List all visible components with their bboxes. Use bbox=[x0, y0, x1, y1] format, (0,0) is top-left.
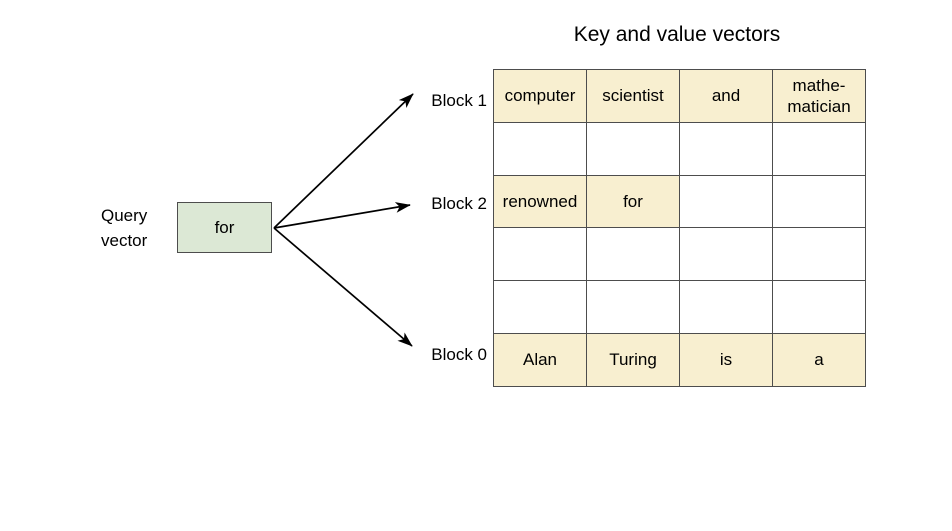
grid-cell-token[interactable]: computer bbox=[493, 69, 587, 123]
grid-cell-empty[interactable] bbox=[493, 121, 587, 176]
grid-row bbox=[493, 227, 866, 282]
page-title: Key and value vectors bbox=[573, 23, 781, 46]
grid-cell-token[interactable]: is bbox=[679, 332, 773, 387]
grid-cell-token[interactable]: Turing bbox=[586, 332, 680, 387]
query-vector-label-line2: vector bbox=[101, 231, 148, 250]
key-value-vector-grid: computer scientist and mathe-matician renown… bbox=[493, 69, 866, 387]
grid-cell-text: a bbox=[814, 350, 824, 370]
grid-cell-empty[interactable] bbox=[772, 280, 866, 334]
block-label-2: Block 2 bbox=[431, 194, 487, 213]
grid-cell-empty[interactable] bbox=[679, 174, 773, 229]
arrow-to-block-0 bbox=[273, 227, 413, 347]
grid-cell-token[interactable]: renowned bbox=[493, 174, 587, 229]
grid-cell-token[interactable]: mathe-matician bbox=[772, 69, 866, 123]
grid-cell-empty[interactable] bbox=[679, 227, 773, 282]
grid-cell-empty[interactable] bbox=[679, 280, 773, 334]
grid-cell-token[interactable]: for bbox=[586, 174, 680, 229]
grid-cell-text: renowned bbox=[502, 191, 578, 211]
block-label-0: Block 0 bbox=[431, 345, 487, 364]
grid-cell-text: Turing bbox=[609, 350, 657, 370]
grid-cell-empty[interactable] bbox=[586, 121, 680, 176]
grid-cell-text: and bbox=[711, 86, 741, 106]
grid-cell-token[interactable]: and bbox=[679, 69, 773, 123]
grid-row bbox=[493, 121, 866, 176]
grid-cell-text: is bbox=[719, 350, 733, 370]
grid-cell-text: mathe- bbox=[792, 75, 846, 95]
grid-cell-empty[interactable] bbox=[493, 280, 587, 334]
grid-row bbox=[493, 280, 866, 334]
grid-cell-empty[interactable] bbox=[679, 121, 773, 176]
arrow-to-block-1 bbox=[273, 93, 414, 229]
grid-cell-token[interactable]: Alan bbox=[493, 332, 587, 387]
grid-cell-empty[interactable] bbox=[586, 227, 680, 282]
grid-cell-empty[interactable] bbox=[772, 121, 866, 176]
arrow-to-block-2 bbox=[273, 202, 411, 229]
query-vector-label: Query vector bbox=[101, 203, 175, 253]
grid-row: renowned for bbox=[493, 174, 866, 229]
grid-cell-text: computer bbox=[504, 86, 576, 106]
query-vector-value: for bbox=[214, 217, 235, 237]
grid-cell-text: for bbox=[623, 191, 643, 211]
grid-cell-token[interactable]: scientist bbox=[586, 69, 680, 123]
grid-cell-text: Alan bbox=[522, 350, 558, 370]
grid-cell-empty[interactable] bbox=[493, 227, 587, 282]
block-label-1: Block 1 bbox=[431, 91, 487, 110]
grid-row: Alan Turing is a bbox=[493, 332, 866, 387]
grid-cell-empty[interactable] bbox=[772, 227, 866, 282]
grid-cell-text: scientist bbox=[602, 86, 664, 106]
grid-cell-text: matician bbox=[787, 96, 851, 116]
grid-cell-empty[interactable] bbox=[772, 174, 866, 229]
grid-cell-empty[interactable] bbox=[586, 280, 680, 334]
grid-cell-token[interactable]: a bbox=[772, 332, 866, 387]
query-vector-box[interactable]: for bbox=[177, 202, 272, 253]
grid-row: computer scientist and mathe-matician bbox=[493, 69, 866, 123]
query-vector-label-line1: Query bbox=[101, 206, 148, 225]
